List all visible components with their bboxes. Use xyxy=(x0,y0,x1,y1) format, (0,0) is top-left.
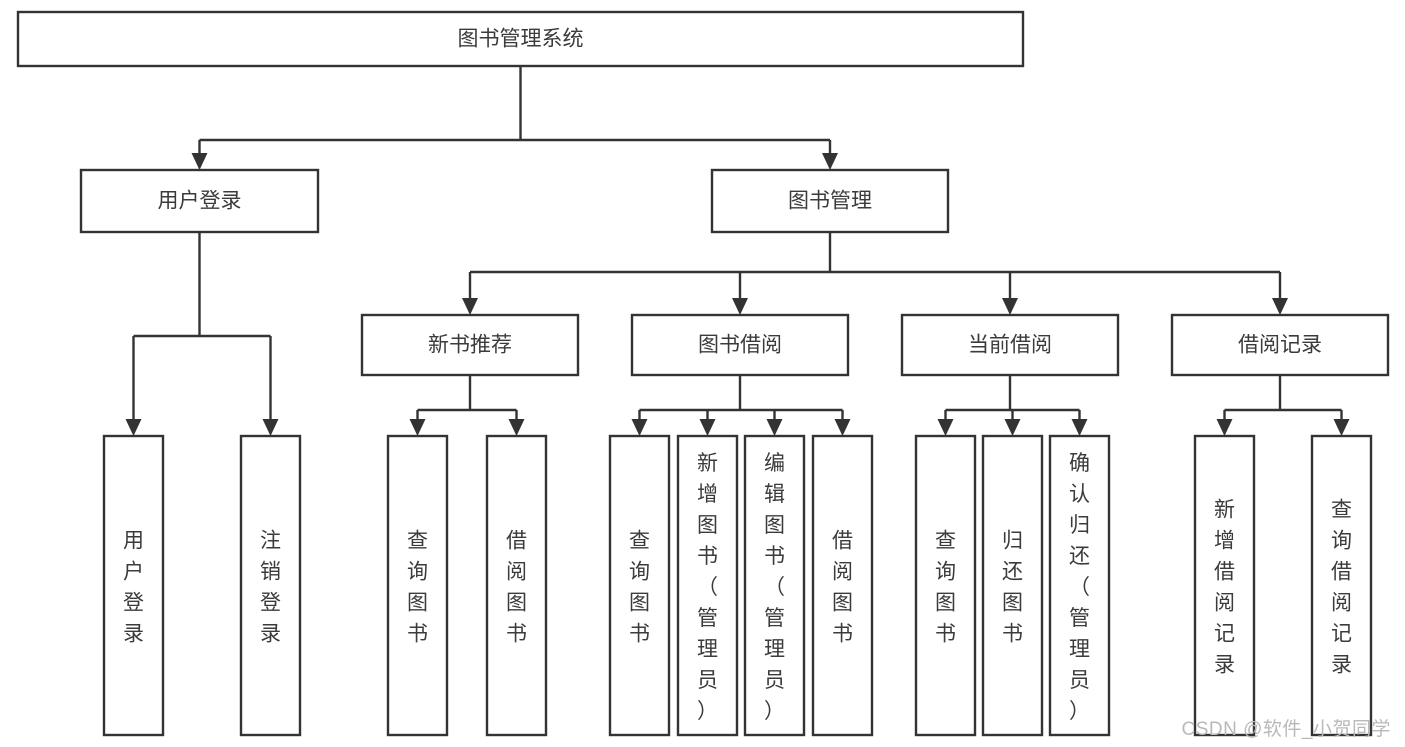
leaf-node[interactable]: 归还图书 xyxy=(981,434,1044,737)
leaf-label: 查询图书 xyxy=(407,530,428,646)
arrow-head-icon xyxy=(937,419,954,436)
leaf-box[interactable] xyxy=(743,434,806,737)
leaf-node[interactable]: 借阅图书 xyxy=(811,434,874,737)
level3-node[interactable]: 新书推荐 xyxy=(360,313,580,377)
leaf-box[interactable] xyxy=(239,434,302,737)
root-label: 图书管理系统 xyxy=(458,28,584,51)
leaf-label: 新增图书（管理员） xyxy=(697,452,718,723)
leaf-node[interactable]: 查询图书 xyxy=(914,434,977,737)
level3-node[interactable]: 当前借阅 xyxy=(900,313,1120,377)
level2-box[interactable] xyxy=(79,168,320,234)
arrow-head-icon xyxy=(822,153,838,170)
leaf-box[interactable] xyxy=(914,434,977,737)
leaf-label: 借阅图书 xyxy=(832,530,853,646)
root-box[interactable] xyxy=(16,10,1025,68)
leaf-box[interactable] xyxy=(485,434,548,737)
arrow-head-icon xyxy=(508,419,525,436)
arrow-head-icon xyxy=(1272,298,1288,315)
level3-node[interactable]: 借阅记录 xyxy=(1170,313,1390,377)
leaf-label: 归还图书 xyxy=(1002,530,1023,646)
arrow-head-icon xyxy=(1002,298,1018,315)
root-node[interactable]: 图书管理系统 xyxy=(16,10,1025,68)
leaf-node[interactable]: 查询图书 xyxy=(386,434,449,737)
node-layer: 图书管理系统用户登录图书管理新书推荐图书借阅当前借阅借阅记录用户登录注销登录查询… xyxy=(16,10,1390,737)
leaf-box[interactable] xyxy=(676,434,739,737)
leaf-label: 确认归还（管理员） xyxy=(1069,452,1090,723)
leaf-box[interactable] xyxy=(608,434,671,737)
arrow-head-icon xyxy=(1333,419,1350,436)
leaf-box[interactable] xyxy=(981,434,1044,737)
arrow-head-icon xyxy=(1216,419,1233,436)
leaf-box[interactable] xyxy=(1193,434,1256,737)
leaf-label: 新增借阅记录 xyxy=(1214,499,1235,677)
leaf-label: 查询借阅记录 xyxy=(1331,499,1352,677)
arrow-head-icon xyxy=(1071,419,1088,436)
level3-label: 新书推荐 xyxy=(428,334,512,357)
level2-label: 用户登录 xyxy=(158,190,242,213)
arrow-head-icon xyxy=(125,419,142,436)
leaf-label: 查询图书 xyxy=(935,530,956,646)
level2-label: 图书管理 xyxy=(788,190,872,213)
level3-node[interactable]: 图书借阅 xyxy=(630,313,850,377)
level3-label: 图书借阅 xyxy=(698,334,782,357)
level2-node[interactable]: 用户登录 xyxy=(79,168,320,234)
level3-box[interactable] xyxy=(630,313,850,377)
leaf-box[interactable] xyxy=(1048,434,1111,737)
level3-box[interactable] xyxy=(360,313,580,377)
connector-layer xyxy=(125,66,1350,436)
leaf-node[interactable]: 注销登录 xyxy=(239,434,302,737)
arrow-head-icon xyxy=(631,419,648,436)
leaf-label: 借阅图书 xyxy=(506,530,527,646)
leaf-node[interactable]: 确认归还（管理员） xyxy=(1048,434,1111,737)
level2-node[interactable]: 图书管理 xyxy=(710,168,950,234)
leaf-node[interactable]: 编辑图书（管理员） xyxy=(743,434,806,737)
arrow-head-icon xyxy=(1004,419,1021,436)
leaf-node[interactable]: 借阅图书 xyxy=(485,434,548,737)
leaf-box[interactable] xyxy=(1310,434,1373,737)
leaf-label: 用户登录 xyxy=(123,530,144,646)
arrow-head-icon xyxy=(462,298,478,315)
leaf-node[interactable]: 新增借阅记录 xyxy=(1193,434,1256,737)
arrow-head-icon xyxy=(262,419,279,436)
level3-label: 借阅记录 xyxy=(1238,334,1322,357)
leaf-node[interactable]: 用户登录 xyxy=(102,434,165,737)
arrow-head-icon xyxy=(699,419,716,436)
leaf-box[interactable] xyxy=(102,434,165,737)
arrow-head-icon xyxy=(834,419,851,436)
leaf-box[interactable] xyxy=(386,434,449,737)
level3-box[interactable] xyxy=(900,313,1120,377)
arrow-head-icon xyxy=(732,298,748,315)
leaf-label: 注销登录 xyxy=(260,530,281,646)
leaf-node[interactable]: 查询借阅记录 xyxy=(1310,434,1373,737)
level3-box[interactable] xyxy=(1170,313,1390,377)
arrow-head-icon xyxy=(409,419,426,436)
leaf-node[interactable]: 查询图书 xyxy=(608,434,671,737)
leaf-node[interactable]: 新增图书（管理员） xyxy=(676,434,739,737)
leaf-box[interactable] xyxy=(811,434,874,737)
leaf-label: 查询图书 xyxy=(629,530,650,646)
level2-box[interactable] xyxy=(710,168,950,234)
arrow-head-icon xyxy=(766,419,783,436)
level3-label: 当前借阅 xyxy=(968,334,1052,357)
leaf-label: 编辑图书（管理员） xyxy=(764,452,785,723)
arrow-head-icon xyxy=(191,153,208,170)
